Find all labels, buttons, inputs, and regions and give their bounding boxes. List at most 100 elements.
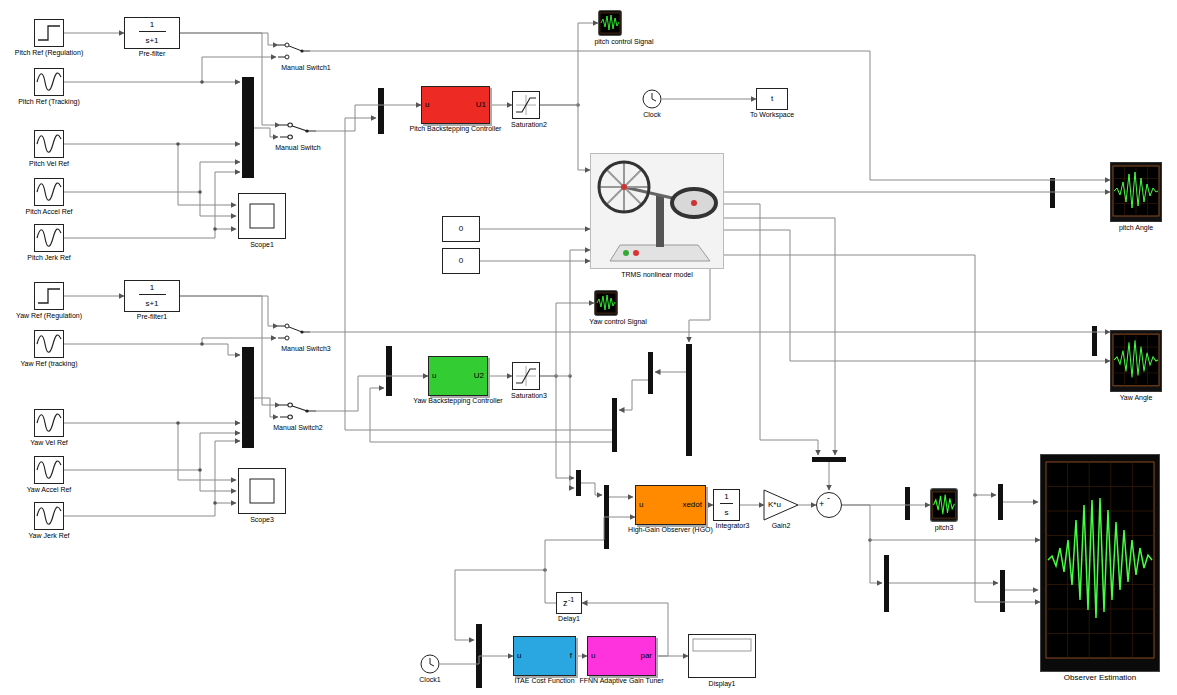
block-label: Manual Switch2 [273,424,322,431]
sine-source: Yaw Ref (tracking) [34,330,64,358]
port-label: u [591,652,595,660]
function-block: uU1Pitch Backstepping Controller [421,86,490,124]
signal-line [540,303,594,376]
signal-line [662,99,756,100]
saturation-block: Saturation3 [512,362,540,390]
scope-block: Observer Estimation [1040,454,1160,672]
signal-line [545,517,635,603]
port-label: U2 [474,372,484,380]
block-label: Pitch Jerk Ref [27,254,71,261]
sine-source: Yaw Vel Ref [34,409,64,437]
function-block: uU2Yaw Backstepping Controller [428,356,488,396]
clock-block: Clock1 [420,654,440,674]
block-text: 0 [443,225,479,233]
block-label: pitch control Signal [594,38,653,45]
block-label: Saturation2 [511,121,547,128]
delay-text: z [563,599,568,608]
block-label: Pre-filter [139,50,165,57]
signal-line [180,296,280,405]
scope-block: Yaw Angle [1110,330,1162,392]
signal-line [316,105,421,131]
manual-switch: Manual Switch2 [280,400,316,422]
signal-line [480,261,590,262]
port-label: xedot [682,501,702,509]
sine-source: Pitch Vel Ref [34,130,64,158]
numerator: 1 [720,493,733,504]
function-block: uparFFNN Adaptive Gain Tuner [587,636,656,676]
block-text: t [757,95,787,103]
signal-line [724,255,1040,602]
block-label: Yaw Jerk Ref [28,532,69,539]
scope-block: Scope3 [238,468,286,514]
signal-line [540,250,590,376]
block-label: Manual Switch [275,144,321,151]
block-label: pitch Angle [1119,224,1153,231]
block-label: Manual Switch1 [281,64,330,71]
step-source: Yaw Ref (Regulation) [34,282,64,310]
integrator-block: 1sIntegrator3 [713,489,740,521]
transfer-fcn-block: 1s+1Pre-filter [124,17,180,49]
sum-block: +- [816,492,842,518]
signal-line [180,33,280,125]
signal-line [540,105,590,170]
port-label: u [639,501,643,509]
constant-block: 0 [442,248,480,274]
port-label: u [517,652,521,660]
signal-line [64,33,124,34]
signal-line [310,51,1110,180]
saturation-block: Saturation2 [512,91,540,119]
block-text: 0 [443,257,479,265]
numerator: 1 [139,284,166,295]
signal-line [724,230,1110,361]
signal-line [180,33,278,45]
denominator: s+1 [125,37,179,45]
block-label: Yaw Ref (Regulation) [16,312,82,319]
block-label: ITAE Cost Function [514,677,574,684]
block-label: To Workspace [750,111,794,118]
sign: - [827,494,830,503]
block-label: Clock [643,111,661,118]
block-label: Display1 [709,680,736,687]
scope-block: pitch control Signal [598,10,622,36]
block-label: Observer Estimation [1064,674,1136,682]
sine-source: Yaw Jerk Ref [34,502,64,530]
sign: + [819,500,824,509]
delay-exponent: -1 [568,596,574,603]
port-label: f [570,652,572,660]
scope-block: pitch Angle [1110,162,1162,222]
signal-line [316,376,428,411]
block-label: Manual Switch3 [281,345,330,352]
sine-source: Pitch Ref (Tracking) [34,68,64,96]
signal-line [180,296,278,326]
block-label: Clock1 [419,676,440,683]
block-label: Saturation3 [511,392,547,399]
block-label: Pitch Vel Ref [29,160,69,167]
block-label: Pre-filter1 [137,313,167,320]
clock-block: Clock [642,89,662,109]
block-label: Gain2 [772,522,791,529]
port-label: par [640,652,652,660]
denominator: s+1 [125,300,179,308]
sine-source: Yaw Accel Ref [34,456,64,484]
port-label: U1 [476,101,486,109]
block-label: Yaw Angle [1120,394,1153,401]
signal-line [740,505,764,506]
signal-line [706,505,713,506]
block-label: pitch3 [935,524,954,531]
function-block: ufITAE Cost Function [513,636,576,676]
block-label: Scope3 [250,516,274,523]
denominator: s [714,509,739,517]
signal-line [576,656,587,657]
block-label: High-Gain Observer (HGO) [628,526,713,533]
block-label: TRMS nonlinear model [621,271,693,278]
block-label: Pitch Accel Ref [25,208,72,215]
manual-switch: Manual Switch3 [278,321,310,343]
block-label: Yaw Backstepping Controller [413,397,502,404]
constant-block: 0 [442,216,480,242]
signal-line [798,505,816,506]
workspace-block: tTo Workspace [756,88,788,110]
signal-line [842,505,1040,540]
delay-block: z-1Delay1 [556,592,582,614]
